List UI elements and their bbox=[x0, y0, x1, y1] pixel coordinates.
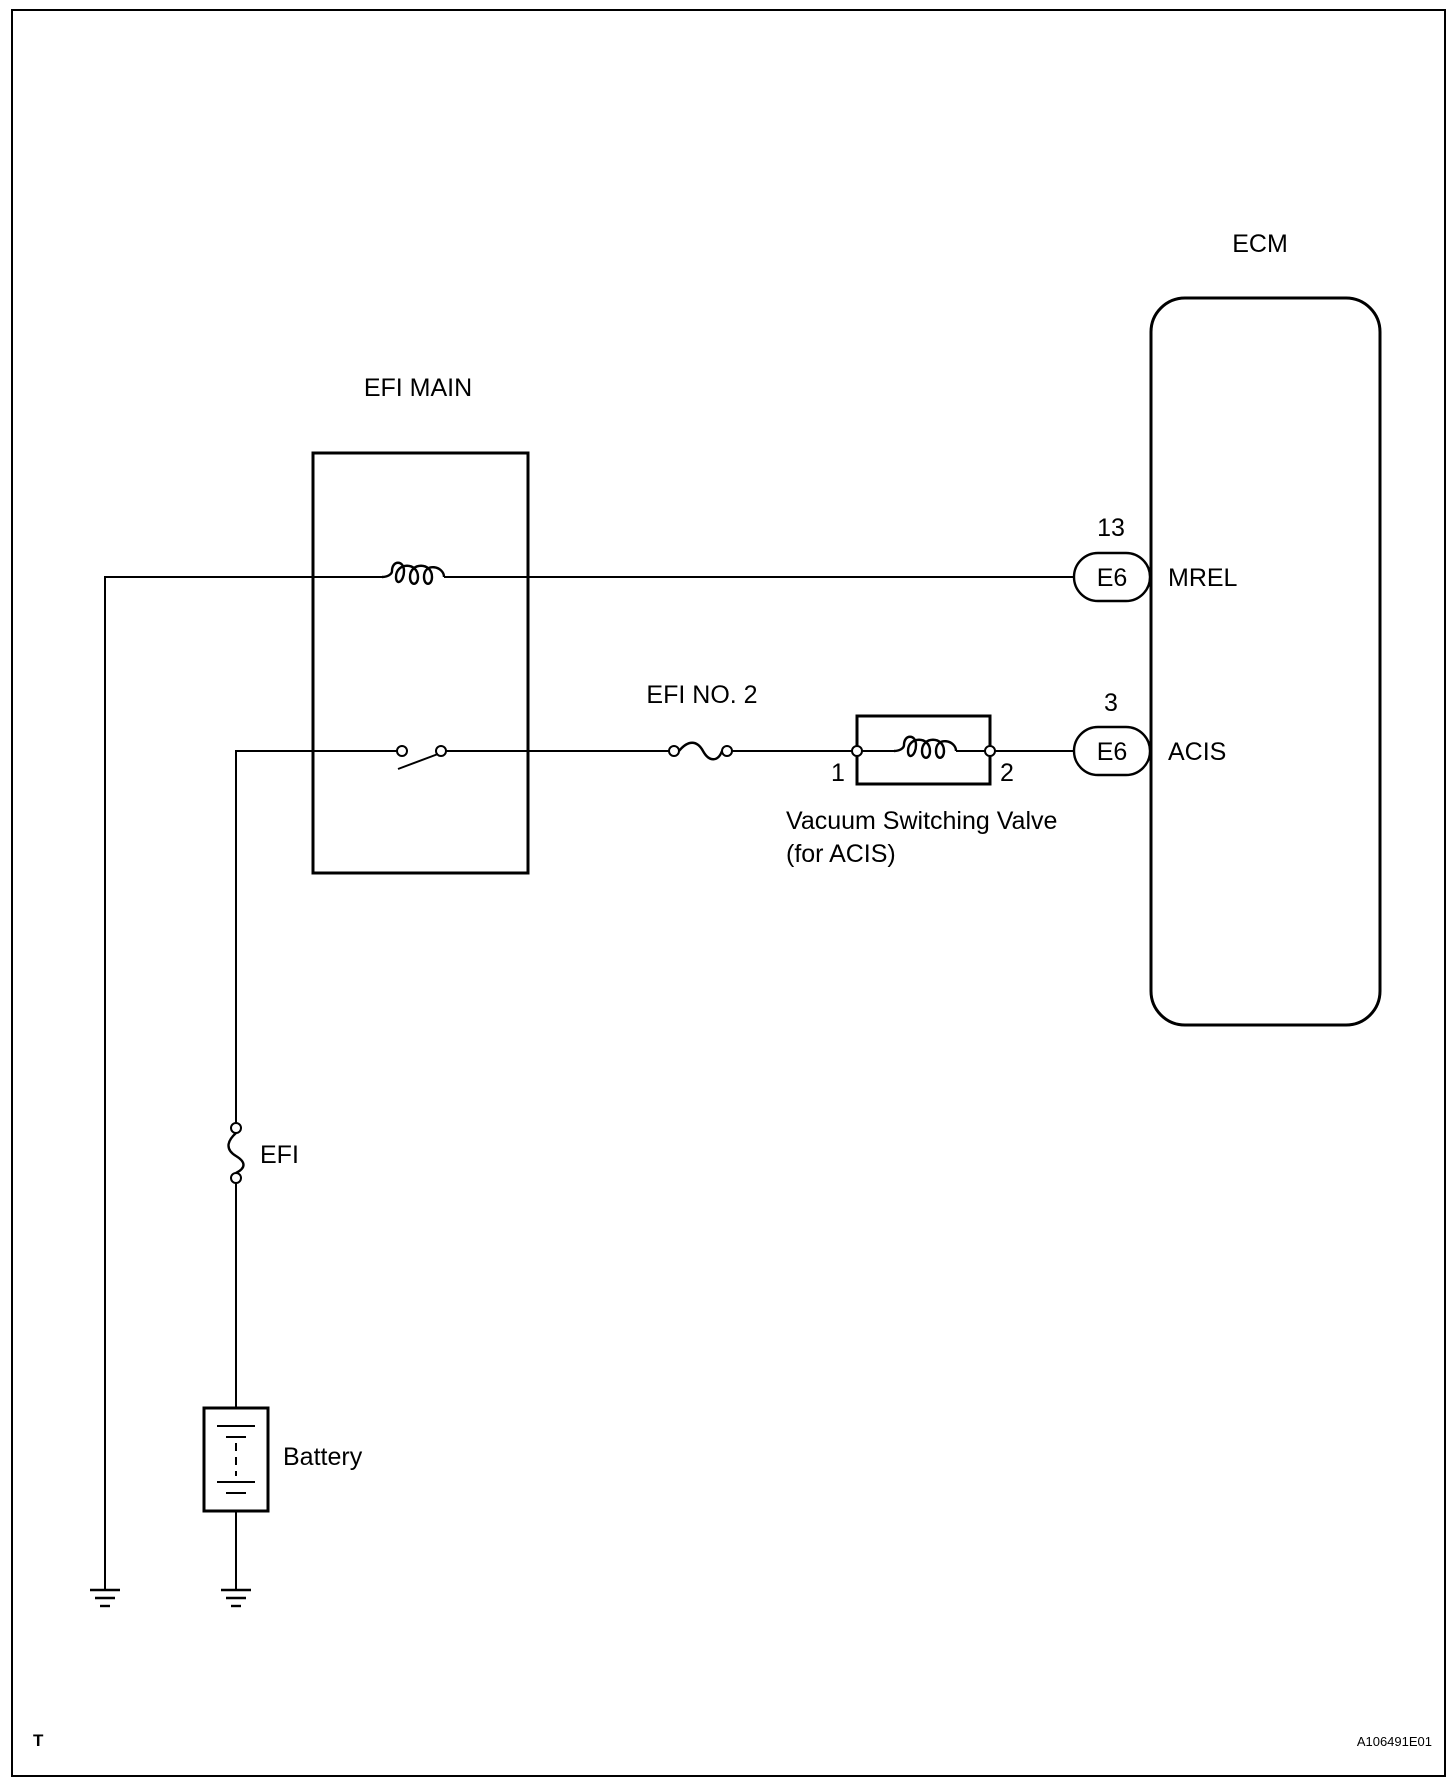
connector-acis-housing bbox=[1072, 725, 1152, 777]
battery-to-relay-wire bbox=[235, 750, 397, 1123]
connector-acis-code: E6 bbox=[1097, 738, 1128, 766]
vsv-terminal-1 bbox=[851, 745, 863, 757]
connector-acis-pin-number: 3 bbox=[1104, 689, 1118, 717]
efi-fuse bbox=[227, 1122, 245, 1184]
diagram-frame bbox=[11, 9, 1446, 1777]
efi-fuse-label: EFI bbox=[260, 1141, 299, 1169]
efi-fuse-icon bbox=[227, 1132, 245, 1175]
vsv-label-line1: Vacuum Switching Valve bbox=[786, 807, 1057, 835]
connector-mrel-code: E6 bbox=[1097, 564, 1128, 592]
figure-code: A106491E01 bbox=[1357, 1734, 1432, 1749]
relay-coil-icon bbox=[381, 561, 446, 585]
efi-fuse-terminal-bottom bbox=[230, 1172, 242, 1184]
efi-fuse-terminal-top bbox=[230, 1122, 242, 1134]
vsv-terminal-2 bbox=[984, 745, 996, 757]
mrel-wire bbox=[104, 576, 1074, 1590]
battery-label: Battery bbox=[283, 1443, 363, 1471]
connector-acis-terminal: ACIS bbox=[1168, 738, 1226, 766]
mrel-circuit bbox=[104, 561, 1074, 1590]
connector-mrel-terminal: MREL bbox=[1168, 564, 1238, 592]
efi-no2-fuse-terminal-left bbox=[668, 745, 680, 757]
corner-mark: T bbox=[33, 1731, 44, 1750]
vsv-pin-1: 1 bbox=[831, 759, 845, 787]
vsv-coil-icon bbox=[893, 735, 958, 759]
vsv-label-line2: (for ACIS) bbox=[786, 840, 896, 868]
ground-battery-icon bbox=[221, 1588, 251, 1608]
efi-no2-fuse-icon bbox=[678, 741, 724, 761]
efi-no2-label: EFI NO. 2 bbox=[646, 681, 757, 709]
efi-no2-fuse-terminal-right bbox=[721, 745, 733, 757]
ecm-box bbox=[1149, 296, 1382, 1027]
connector-mrel: 13 E6 MREL bbox=[1072, 514, 1238, 603]
efi-main-relay-box bbox=[311, 451, 530, 875]
battery bbox=[202, 1406, 270, 1513]
relay-switch-terminal-left bbox=[396, 745, 408, 757]
connector-acis: 3 E6 ACIS bbox=[1072, 689, 1226, 777]
connector-mrel-pin-number: 13 bbox=[1097, 514, 1125, 542]
efi-main-label: EFI MAIN bbox=[364, 374, 472, 402]
relay-switch-blade-icon bbox=[397, 753, 439, 770]
vsv-pin-2: 2 bbox=[1000, 759, 1014, 787]
ecm-label: ECM bbox=[1232, 230, 1288, 258]
acis-circuit: 1 2 bbox=[235, 714, 1074, 1123]
ground-left-icon bbox=[90, 1588, 120, 1608]
connector-mrel-housing bbox=[1072, 551, 1152, 603]
